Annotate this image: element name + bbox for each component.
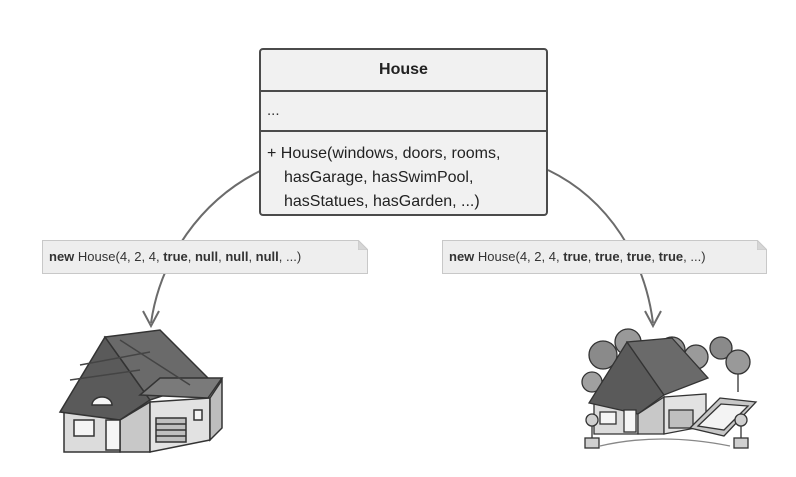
note-sep: ,	[651, 249, 659, 264]
right-constructor-note: new House(4, 2, 4, true, true, true, tru…	[442, 240, 767, 274]
note-arg: true	[626, 249, 652, 264]
left-connector-arrow	[150, 169, 263, 324]
class-fields: ...	[261, 92, 546, 132]
note-tail: , ...)	[278, 249, 302, 264]
left-constructor-note: new House(4, 2, 4, true, null, null, nul…	[42, 240, 368, 274]
right-connector-arrow	[547, 169, 654, 324]
note-call: House(4, 2, 4,	[474, 249, 564, 264]
constructor-line-1: + House(windows, doors, rooms,	[267, 145, 501, 162]
note-call: House(4, 2, 4,	[74, 249, 164, 264]
note-arg: null	[225, 249, 249, 264]
note-sep: ,	[619, 249, 627, 264]
left-arrowhead	[142, 310, 160, 329]
note-sep: ,	[218, 249, 226, 264]
note-arg: true	[594, 249, 620, 264]
class-name: House	[261, 50, 546, 92]
class-methods: + House(windows, doors, rooms, hasGarage…	[261, 132, 546, 214]
note-arg: true	[163, 249, 188, 264]
note-tail: , ...)	[683, 249, 706, 264]
left-note-fold	[358, 240, 368, 250]
note-keyword: new	[449, 249, 475, 264]
note-keyword: new	[49, 249, 75, 264]
note-arg: true	[563, 249, 588, 264]
note-sep: ,	[587, 249, 595, 264]
note-arg: null	[255, 249, 279, 264]
constructor-line-3: hasStatues, hasGarden, ...)	[284, 193, 480, 210]
right-arrowhead	[644, 310, 662, 329]
note-sep: ,	[187, 249, 195, 264]
simple-house-icon	[58, 329, 224, 453]
note-arg: null	[194, 249, 219, 264]
note-sep: ,	[248, 249, 256, 264]
note-arg: true	[658, 249, 684, 264]
house-class-box: House ... + House(windows, doors, rooms,…	[259, 48, 548, 216]
constructor-line-2: hasGarage, hasSwimPool,	[284, 169, 474, 186]
luxury-house-icon	[581, 328, 758, 449]
right-note-fold	[757, 240, 767, 250]
